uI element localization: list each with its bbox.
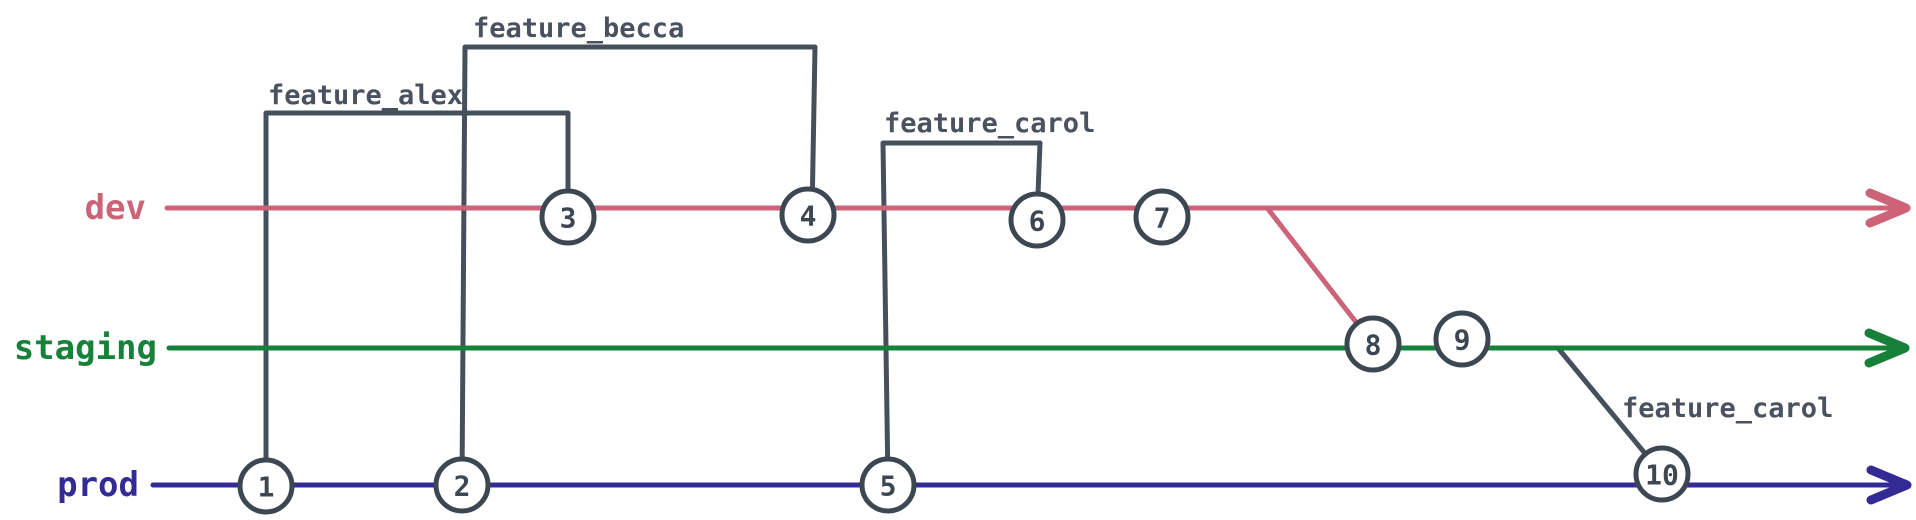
commit-label-8: 8 [1365,329,1382,362]
commit-label-9: 9 [1454,324,1471,357]
commit-label-10: 10 [1645,459,1679,492]
commit-label-7: 7 [1154,202,1171,235]
feature-label-feature_alex: feature_alex [268,80,463,111]
commit-label-6: 6 [1029,205,1046,238]
commit-node-5 [859,456,917,514]
commit-label-2: 2 [454,470,471,503]
commit-node-7 [1133,188,1191,246]
dev-arrowhead-icon [1865,188,1911,228]
commit-node-10 [1633,445,1691,503]
staging-arrowhead-icon [1864,328,1910,368]
feature-label-feature_becca: feature_becca [473,13,684,44]
feature-path-feature_carol [880,140,1043,488]
commit-node-2 [433,456,491,514]
branch-label-dev: dev [85,188,146,228]
commit-label-3: 3 [560,202,577,235]
commit-node-8 [1344,315,1402,373]
commit-node-1 [237,457,295,515]
feature-path-feature_becca [459,44,818,488]
branch-label-prod: prod [57,465,139,505]
commit-node-6 [1008,191,1066,249]
feature-label-feature_carol-to-prod: feature_carol [1622,393,1833,424]
feature-path-merge-dev-to-staging [1265,206,1376,347]
commit-label-4: 4 [800,200,817,233]
branch-label-staging: staging [14,328,157,368]
commit-node-9 [1433,310,1491,368]
feature-label-feature_carol: feature_carol [884,108,1095,139]
commit-node-3 [539,188,597,246]
commit-label-1: 1 [258,471,275,504]
commit-node-4 [779,186,837,244]
prod-arrowhead-icon [1866,465,1912,505]
commit-label-5: 5 [880,470,897,503]
feature-path-feature_alex [263,110,571,489]
